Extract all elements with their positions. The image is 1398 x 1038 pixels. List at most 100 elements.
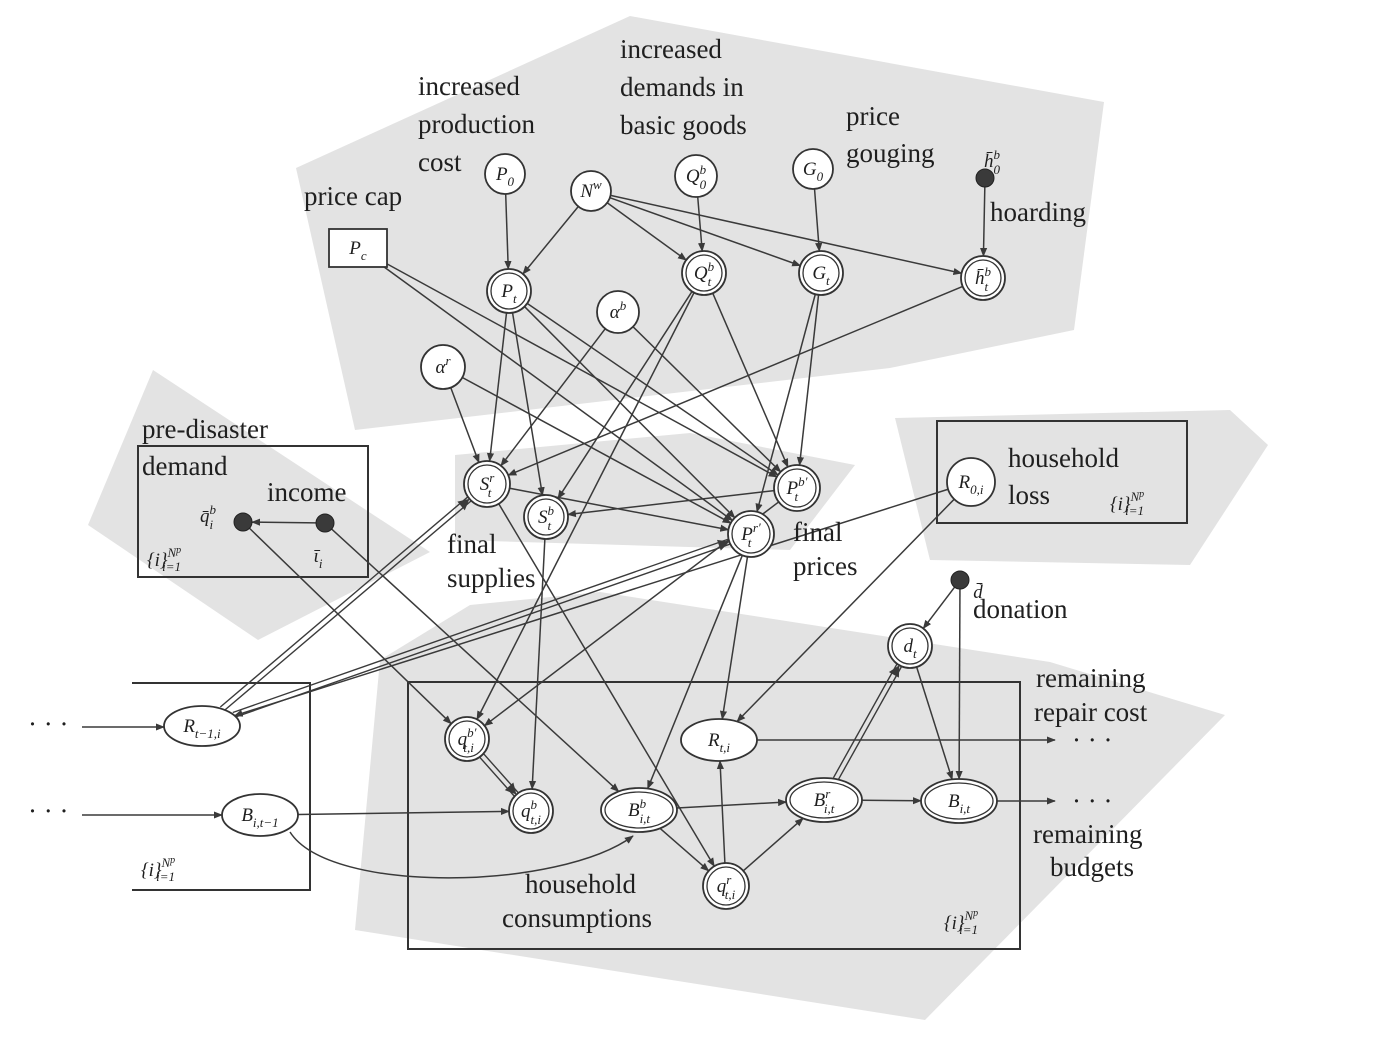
node-inner-Ptrp	[731, 514, 771, 554]
node-R0i-symbol: R0,i	[958, 472, 984, 497]
edge-Pt-Ptbp	[526, 302, 779, 476]
node-inner-htb	[964, 259, 1002, 297]
edge-alphar-Ptrp	[461, 376, 732, 524]
node-Pt-symbol: Pt	[500, 281, 517, 306]
node-shape-Pt	[486, 268, 532, 314]
node-shape-alphar	[420, 344, 466, 390]
node-Rt1i: Rt−1,i	[163, 705, 241, 747]
node-shape-dbar	[950, 570, 970, 590]
node-Ptbp-symbol: Pb′t	[786, 474, 808, 504]
double-edge-head-Rt1i-Ptrp	[717, 539, 730, 551]
edge-dbar-dt	[922, 586, 956, 630]
edge-R0i-Rt1i	[233, 488, 949, 717]
edge-Bit1-Bitb	[289, 831, 634, 879]
node-shape-qtibp	[444, 716, 490, 762]
edge-G0-Gt	[813, 188, 823, 252]
node-Gt: Gt	[798, 250, 844, 296]
node-shape-Qtb	[681, 250, 727, 296]
edge-Nw-Gt	[609, 197, 802, 267]
edge-P0-Pt	[504, 193, 512, 270]
node-shape-Stb	[523, 494, 569, 540]
node-shape-Bitb	[600, 787, 678, 833]
node-shape-Str	[463, 460, 511, 508]
node-P0-symbol: P0	[495, 164, 515, 189]
node-shape-qib	[233, 512, 253, 532]
node-dbar-symbol: d̄	[973, 582, 983, 603]
node-alphar: αr	[420, 344, 466, 390]
household-consumptions-label: household consumptions	[502, 869, 652, 933]
node-Ptbp: Pb′t	[773, 464, 821, 512]
node-inner-Stb	[527, 498, 565, 536]
edge-R0i-Rti	[736, 498, 955, 723]
ellipsis-repair-in: · · ·	[28, 709, 68, 739]
household-loss-plate	[936, 420, 1188, 524]
node-shape-qtir	[702, 862, 750, 910]
previous-step-plate	[132, 682, 311, 891]
node-iota-symbol: ῑi	[314, 546, 323, 571]
hoarding-label: hoarding	[990, 197, 1086, 227]
node-alphab: αb	[596, 290, 640, 334]
edge-Pc-Ptrp	[383, 266, 734, 522]
edge-Ptrp-Rti	[719, 556, 749, 720]
edge-alphab-Str	[500, 328, 606, 467]
node-Gt-symbol: Gt	[812, 263, 830, 288]
node-shape-Bitr	[785, 777, 863, 823]
edge-qtir-Bitr	[742, 817, 804, 872]
node-shape-Rti	[680, 718, 758, 762]
node-Bit: Bi,t	[920, 778, 998, 824]
double-edge-Rt1i-Ptrp	[232, 538, 729, 714]
node-Pt: Pt	[486, 268, 532, 314]
edge-Nw-htb	[610, 194, 963, 275]
final-prices-label: final prices	[793, 517, 857, 581]
edge-iota-qib	[251, 518, 317, 526]
node-dt: dt	[887, 623, 933, 669]
edge-Pt-Ptrp	[523, 306, 736, 519]
pre-disaster-region	[88, 370, 430, 640]
node-shape-Gt	[798, 250, 844, 296]
node-dbar: d̄	[950, 570, 983, 603]
edge-Bit1-qtib	[297, 807, 510, 816]
edge-Qtb-qtibp	[476, 292, 695, 721]
node-iota: ῑi	[314, 513, 335, 571]
node-inner-Str	[467, 464, 507, 504]
edge-Nw-Qtb	[606, 202, 687, 261]
edge-Pc-Ptbp	[386, 263, 778, 478]
node-shape-alphab	[596, 290, 640, 334]
node-inner-Bitb	[604, 791, 674, 829]
edge-dbar-Bit	[955, 588, 963, 780]
node-shape-iota	[315, 513, 335, 533]
node-qtibp: qb′t,i	[444, 716, 490, 762]
price-cap-label: price cap	[304, 181, 402, 211]
node-inner-Qtb	[685, 254, 723, 292]
node-Pc: Pc	[328, 228, 388, 268]
node-shape-h0b	[975, 168, 995, 188]
node-shape-Rt1i	[163, 705, 241, 747]
edge-Gt-Ptrp	[755, 294, 817, 513]
node-shape-dt	[887, 623, 933, 669]
node-Nw: Nw	[570, 170, 612, 212]
node-inner-qtir	[706, 866, 746, 906]
node-Bit1: Bi,t−1	[221, 793, 299, 837]
edge-Nw-Pt	[522, 205, 579, 275]
node-shape-htb	[960, 255, 1006, 301]
node-alphab-symbol: αb	[610, 298, 627, 323]
current-step-plate	[407, 681, 1021, 950]
edge-h0b-htb	[980, 186, 988, 257]
edge-Gt-Ptbp	[796, 294, 820, 467]
edge-Bitb-Bitr	[676, 798, 788, 809]
plates	[132, 420, 1188, 950]
double-edge-Rt1i-Str	[219, 496, 469, 708]
